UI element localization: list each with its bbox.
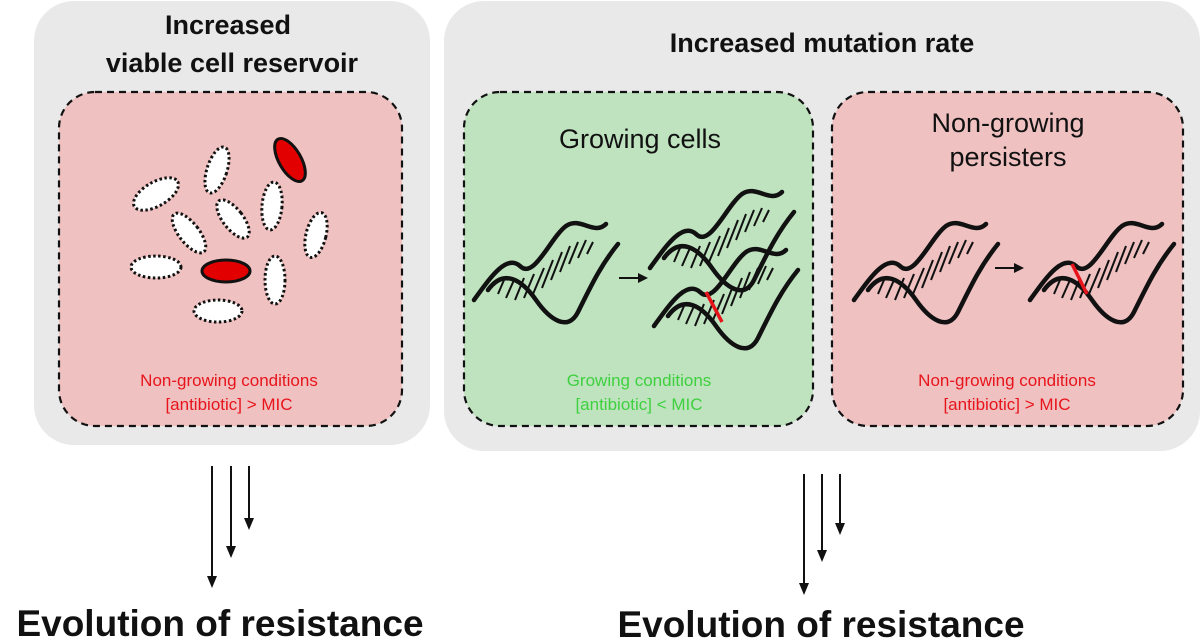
bacterial-cell-icon	[129, 254, 183, 280]
persisters-title-line1: Non-growing	[931, 108, 1084, 138]
bacterial-cell-icon	[303, 211, 329, 259]
persisters-condition-line2: [antibiotic] > MIC	[943, 395, 1070, 414]
arrow-down-icon	[799, 474, 845, 595]
arrow-right-icon	[619, 273, 648, 283]
persisters-condition-line1: Non-growing conditions	[918, 371, 1096, 390]
bacterial-cell-icon	[170, 211, 208, 255]
bacterial-cell-icon	[192, 298, 244, 324]
bacterial-cell-icon	[263, 254, 287, 306]
growing-condition-line1: Growing conditions	[567, 371, 712, 390]
bacterial-cells	[129, 137, 329, 324]
left-outcome-label: Evolution of resistance	[16, 603, 423, 640]
bacterial-cell-icon	[132, 176, 180, 212]
mutation-mark	[704, 291, 724, 323]
arrow-down-icon	[207, 466, 254, 588]
growing-cells-box	[462, 90, 815, 428]
right-outcome-label: Evolution of resistance	[617, 604, 1024, 640]
left-panel-title-line1: Increased	[165, 10, 291, 40]
right-panel-title: Increased mutation rate	[670, 28, 975, 58]
bacterial-cell-icon	[215, 198, 251, 240]
left-condition-line2: [antibiotic] > MIC	[165, 395, 292, 414]
persisters-title-line2: persisters	[949, 142, 1066, 172]
bacterial-cell-icon	[203, 145, 231, 195]
growing-cells-title: Growing cells	[559, 124, 721, 154]
left-condition-line1: Non-growing conditions	[140, 371, 318, 390]
growing-condition-line2: [antibiotic] < MIC	[575, 395, 702, 414]
bacterial-cell-icon	[200, 258, 252, 284]
arrow-right-icon	[995, 263, 1024, 273]
bacterial-cell-icon	[260, 180, 284, 232]
left-panel-title-line2: viable cell reservoir	[106, 48, 359, 78]
bacterial-cell-icon	[273, 137, 307, 183]
persisters-box	[830, 90, 1185, 428]
mutation-mark	[1070, 263, 1089, 295]
